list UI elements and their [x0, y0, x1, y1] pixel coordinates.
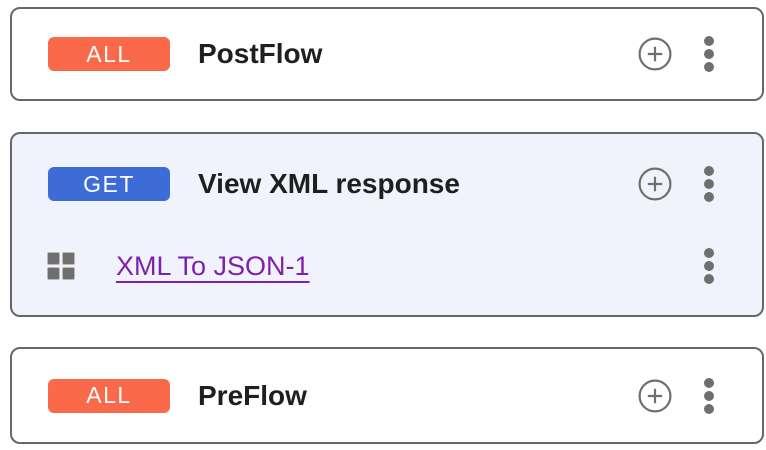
plus-circle-icon — [638, 379, 672, 413]
flow-title: View XML response — [198, 168, 460, 199]
flow-header-row: ALL PreFlow — [12, 349, 762, 442]
flow-card-preflow[interactable]: ALL PreFlow — [10, 347, 764, 444]
more-options-button[interactable] — [704, 166, 714, 202]
more-options-button[interactable] — [704, 377, 714, 414]
more-options-button[interactable] — [704, 36, 714, 72]
flow-actions — [638, 377, 714, 414]
plus-circle-icon — [638, 37, 672, 71]
policy-link[interactable]: XML To JSON-1 — [116, 250, 310, 281]
kebab-menu-icon — [704, 377, 714, 414]
add-step-button[interactable] — [638, 379, 672, 413]
flow-card-postflow[interactable]: ALL PostFlow — [10, 7, 764, 101]
flow-actions — [638, 166, 714, 202]
flow-header-row: ALL PostFlow — [12, 9, 762, 99]
method-badge: ALL — [48, 37, 170, 71]
policy-row: XML To JSON-1 — [12, 234, 762, 298]
drag-handle-grid-icon[interactable] — [48, 253, 74, 279]
flow-title: PostFlow — [198, 38, 323, 69]
more-options-button[interactable] — [704, 248, 714, 284]
policy-actions — [704, 248, 714, 284]
add-step-button[interactable] — [638, 167, 672, 201]
flow-title: PreFlow — [198, 379, 307, 411]
flow-header-row: GET View XML response — [12, 134, 762, 234]
flow-actions — [638, 36, 714, 72]
add-step-button[interactable] — [638, 37, 672, 71]
method-badge: GET — [48, 167, 170, 201]
kebab-menu-icon — [704, 166, 714, 202]
plus-circle-icon — [638, 167, 672, 201]
flow-card-view-xml-response[interactable]: GET View XML response — [10, 132, 764, 317]
kebab-menu-icon — [704, 36, 714, 72]
kebab-menu-icon — [704, 248, 714, 284]
method-badge: ALL — [48, 378, 170, 413]
